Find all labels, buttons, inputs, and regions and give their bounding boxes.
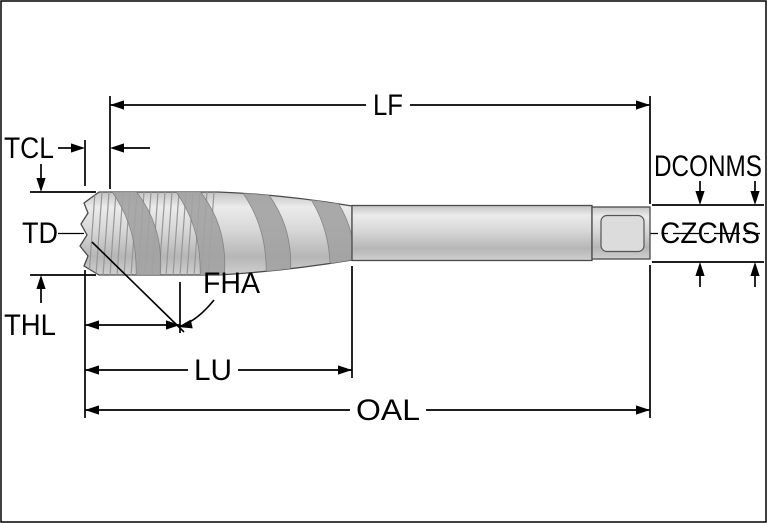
square-drive — [600, 214, 645, 253]
czcms-arrow-up-icon — [750, 262, 760, 276]
oal-label: OAL — [356, 394, 420, 427]
dconms-arrow-down-icon — [695, 191, 705, 205]
spiral-flutes — [107, 192, 352, 275]
lf-arrow-right-icon — [636, 100, 650, 110]
lu-arrow-left-icon — [85, 365, 99, 375]
lf-dimension: LF — [109, 88, 651, 204]
oal-arrow-left-icon — [85, 405, 99, 415]
fha-arrow-icon — [178, 319, 193, 329]
thl-arrow-left-icon — [85, 320, 99, 330]
td-arrow-down-icon — [36, 178, 46, 192]
thl-arrow-right-icon — [166, 320, 180, 330]
lf-label: LF — [373, 89, 403, 122]
fha-annotation: FHA — [91, 241, 260, 333]
fha-angle-line — [91, 241, 185, 333]
tap-tool-drawing — [79, 191, 651, 276]
oal-label-backing — [350, 394, 426, 426]
lu-arrow-right-icon — [338, 365, 352, 375]
tcl-arrow-right-icon — [71, 143, 85, 153]
lf-arrow-left-icon — [110, 100, 124, 110]
dconms-arrow-up-icon — [695, 262, 705, 276]
czcms-arrow-down-icon — [750, 191, 760, 205]
thl-dimension: THL — [4, 282, 181, 342]
fha-arc — [180, 299, 215, 327]
td-arrow-up-icon — [36, 275, 46, 289]
fha-label: FHA — [203, 267, 260, 300]
oal-arrow-right-icon — [636, 405, 650, 415]
lf-label-backing — [366, 88, 410, 122]
dconms-label: DCONMS — [654, 150, 762, 183]
lu-label: LU — [194, 354, 232, 387]
tcl-arrow-left-icon — [110, 143, 124, 153]
shank — [351, 204, 593, 262]
tcl-label: TCL — [4, 132, 54, 165]
czcms-label: CZCMS — [660, 217, 760, 250]
tcl-dimension: TCL — [4, 132, 150, 186]
dconms-czcms-dimensions: DCONMS CZCMS — [652, 150, 764, 287]
thl-label: THL — [4, 309, 56, 342]
td-label: TD — [22, 217, 58, 250]
lu-dimension: LU — [84, 266, 353, 418]
lu-label-backing — [188, 354, 238, 386]
oal-dimension: OAL — [85, 265, 651, 427]
